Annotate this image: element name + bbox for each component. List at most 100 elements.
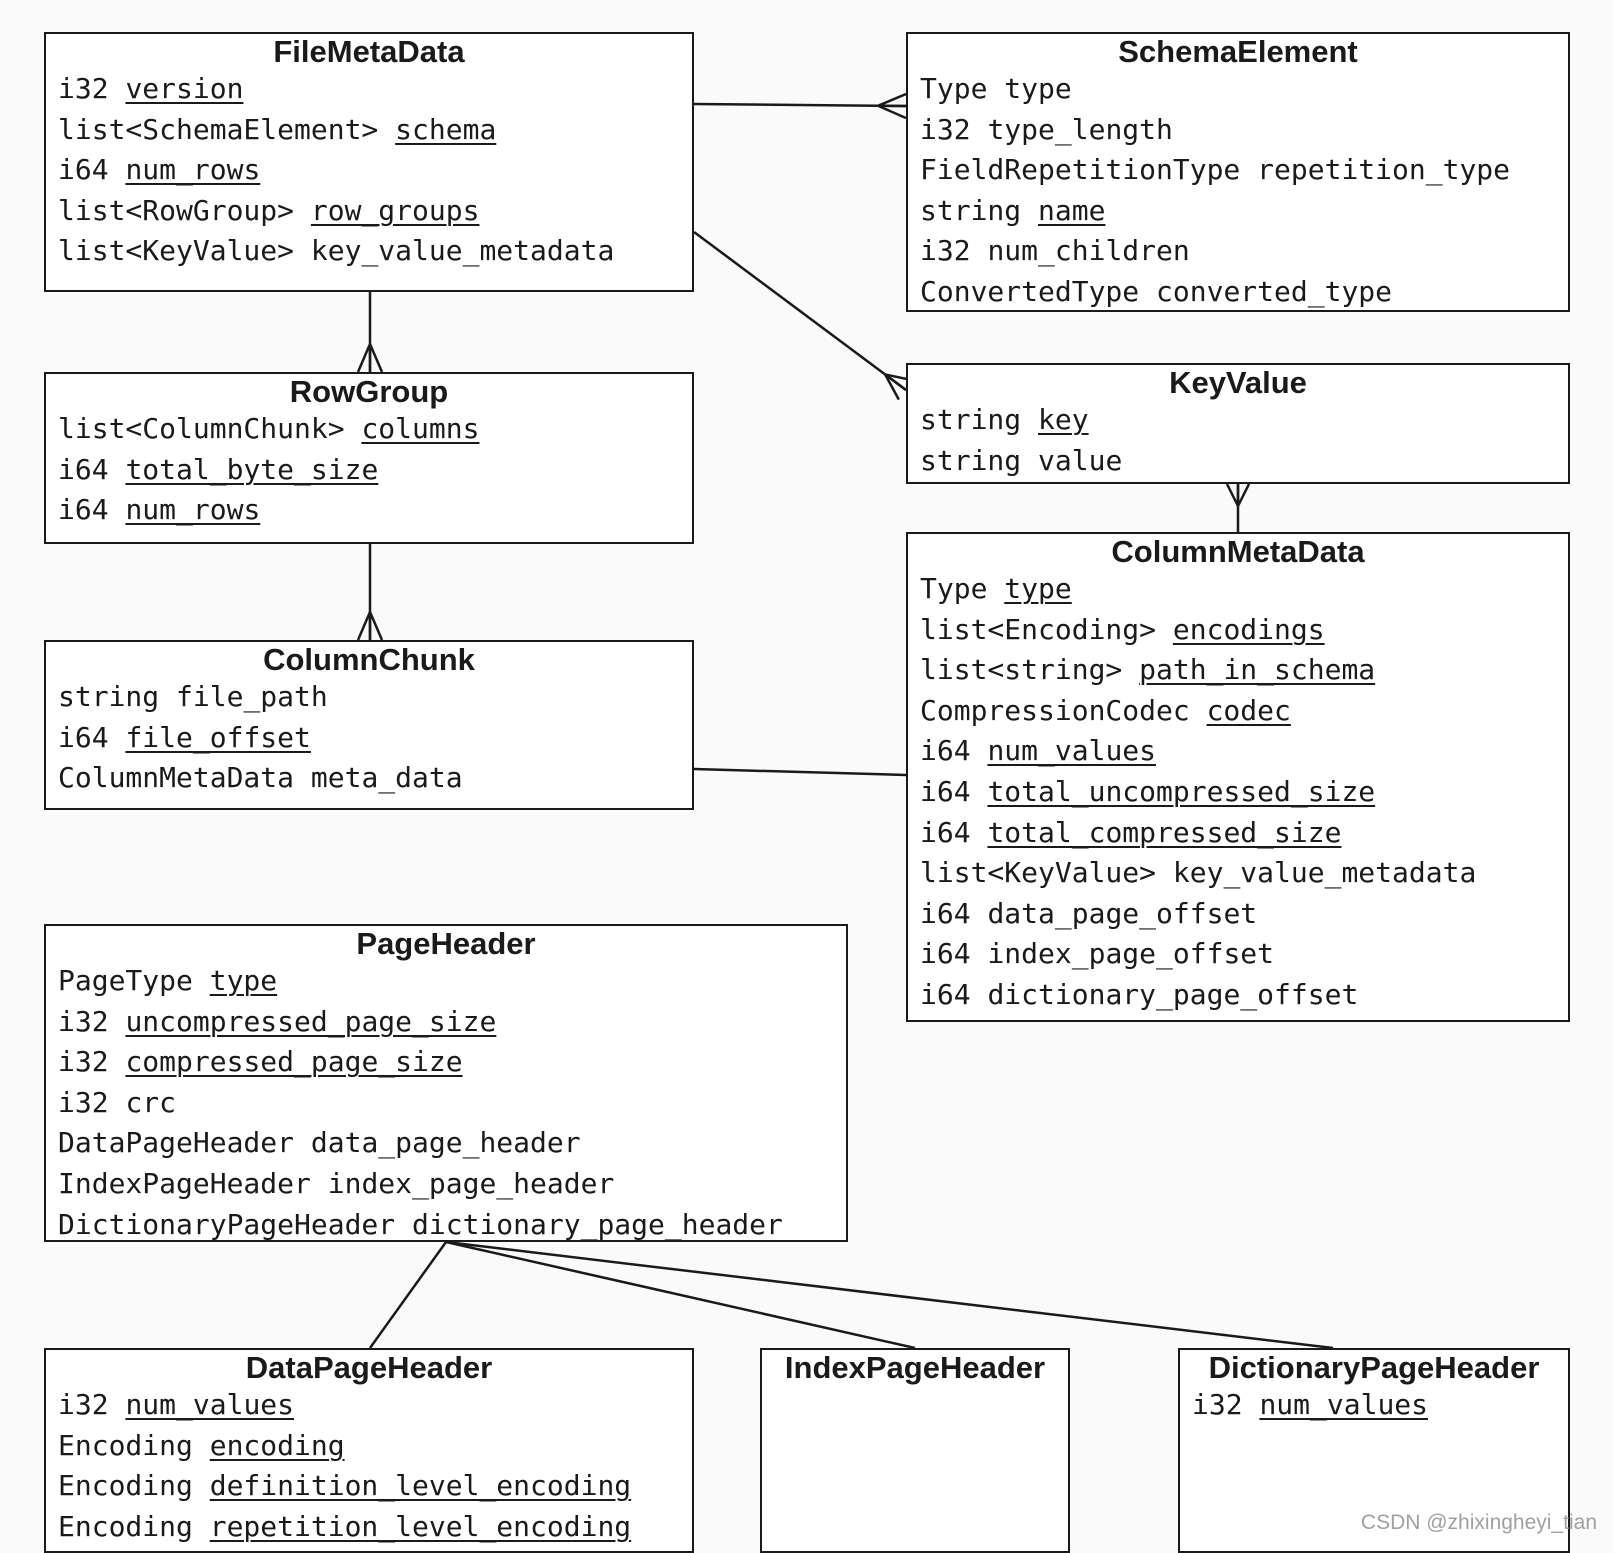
field-encoding: Encoding encoding [46,1426,692,1467]
field-type: Type type [908,69,1568,110]
field-codec: CompressionCodec codec [908,691,1568,732]
field-name: row_groups [311,194,480,227]
field-type: i64 [58,153,109,186]
field-index-page-header: IndexPageHeader index_page_header [46,1164,846,1205]
field-num-values: i32 num_values [46,1385,692,1426]
field-type: PageType [58,964,193,997]
field-num-rows: i64 num_rows [46,490,692,531]
connector-filemetadata-keyvalue [694,232,906,390]
field-total-byte-size: i64 total_byte_size [46,450,692,491]
field-type: list<SchemaElement> [58,113,378,146]
field-name: data_page_offset [987,897,1257,930]
field-name: total_uncompressed_size [987,775,1375,808]
field-name: type [1004,72,1071,105]
field-type: Type [920,572,987,605]
field-name: value [1038,444,1122,477]
field-name: columns [361,412,479,445]
field-compressed-page-size: i32 compressed_page_size [46,1042,846,1083]
field-name: crc [125,1086,176,1119]
field-name: num_rows [125,493,260,526]
field-file-offset: i64 file_offset [46,718,692,759]
field-type: i32 [58,72,109,105]
field-type: DictionaryPageHeader [58,1208,395,1241]
field-key-value-metadata: list<KeyValue> key_value_metadata [908,853,1568,894]
crows-foot-mark [1238,484,1249,506]
field-name: encoding [210,1429,345,1462]
field-type: list<Encoding> [920,613,1156,646]
field-num-values: i32 num_values [1180,1385,1568,1426]
field-type: Encoding [58,1510,193,1543]
field-name: num_values [987,734,1156,767]
field-type: Encoding [58,1429,193,1462]
field-type: list<ColumnChunk> [58,412,345,445]
field-encodings: list<Encoding> encodings [908,610,1568,651]
field-schema: list<SchemaElement> schema [46,110,692,151]
field-type: IndexPageHeader [58,1167,311,1200]
entity-indexpageheader: IndexPageHeader [760,1348,1070,1553]
field-type: Type type [908,569,1568,610]
field-name: num_values [1259,1388,1428,1421]
field-num-rows: i64 num_rows [46,150,692,191]
field-name: codec [1207,694,1291,727]
field-name: dictionary_page_offset [987,978,1358,1011]
entity-title: PageHeader [46,926,846,961]
field-data-page-header: DataPageHeader data_page_header [46,1123,846,1164]
field-type: string [920,403,1021,436]
entity-title: SchemaElement [908,34,1568,69]
field-name: path_in_schema [1139,653,1375,686]
field-name: num_children [987,234,1189,267]
entity-title: IndexPageHeader [762,1350,1068,1385]
field-total-uncompressed-size: i64 total_uncompressed_size [908,772,1568,813]
field-type: i32 [58,1086,109,1119]
field-name: type [210,964,277,997]
field-type: i64 [920,775,971,808]
field-crc: i32 crc [46,1083,846,1124]
field-type: PageType type [46,961,846,1002]
field-name: encodings [1173,613,1325,646]
field-type: string [58,680,159,713]
field-type: i64 [920,816,971,849]
field-type: i64 [920,897,971,930]
field-type: i64 [920,937,971,970]
field-name: uncompressed_page_size [125,1005,496,1038]
entity-title: ColumnMetaData [908,534,1568,569]
field-type: list<string> [920,653,1122,686]
field-name: string name [908,191,1568,232]
field-name: repetition_level_encoding [210,1510,631,1543]
field-type: FieldRepetitionType [920,153,1240,186]
field-key-value-metadata: list<KeyValue> key_value_metadata [46,231,692,272]
field-type: i32 [58,1045,109,1078]
field-meta-data: ColumnMetaData meta_data [46,758,692,799]
field-type: i32 [58,1388,109,1421]
field-type: i32 [920,234,971,267]
field-path-in-schema: list<string> path_in_schema [908,650,1568,691]
field-num-values: i64 num_values [908,731,1568,772]
field-name: total_compressed_size [987,816,1341,849]
field-type: i32 [1192,1388,1243,1421]
entity-title: DataPageHeader [46,1350,692,1385]
field-type: string [920,194,1021,227]
field-name: repetition_type [1257,153,1510,186]
field-repetition-level-encoding: Encoding repetition_level_encoding [46,1507,692,1548]
field-type-length: i32 type_length [908,110,1568,151]
field-data-page-offset: i64 data_page_offset [908,894,1568,935]
field-total-compressed-size: i64 total_compressed_size [908,813,1568,854]
crows-foot-mark [370,344,382,372]
field-dictionary-page-offset: i64 dictionary_page_offset [908,975,1568,1016]
field-type: string [920,444,1021,477]
field-type: DataPageHeader [58,1126,294,1159]
field-type: i64 [58,493,109,526]
field-index-page-offset: i64 index_page_offset [908,934,1568,975]
field-name: schema [395,113,496,146]
field-type: i32 [58,1005,109,1038]
field-version: i32 version [46,69,692,110]
field-definition-level-encoding: Encoding definition_level_encoding [46,1466,692,1507]
field-repetition-type: FieldRepetitionType repetition_type [908,150,1568,191]
field-type: i64 [58,721,109,754]
crows-foot-mark [370,612,382,640]
entity-title: DictionaryPageHeader [1180,1350,1568,1385]
field-type: Type [920,72,987,105]
